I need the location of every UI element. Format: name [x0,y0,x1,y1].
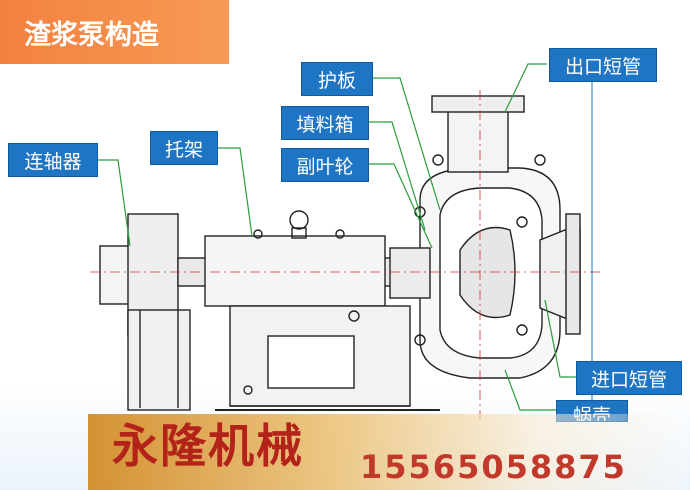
leader-tuojia [210,147,253,237]
packing-box [389,247,431,299]
leader-chukou [504,63,547,113]
label-tuojia: 托架 [150,131,218,165]
leader-jinkou [544,299,578,378]
leader-tianliaoxiang [366,121,426,231]
label-jinkou: 进口短管 [576,361,682,395]
leader-huban [366,77,441,211]
brand-name: 永隆机械 [112,419,304,473]
leader-bengke [504,369,556,411]
label-huban: 护板 [301,62,373,96]
page-title: 渣浆泵构造 [0,0,229,64]
coupling-base-left [127,309,191,411]
leader-fuyelun [366,163,433,249]
label-chukou: 出口短管 [549,48,657,82]
leader-lianzhouqi [96,159,131,247]
outlet-pipe [447,109,509,173]
phone-number: 15565058875 [360,448,627,486]
impeller [459,226,516,319]
lifting-eye [289,210,309,230]
label-tianliaoxiang: 填料箱 [281,106,369,140]
brand-banner [88,414,688,490]
bearing-frame [204,235,386,307]
label-fuyelun: 副叶轮 [281,148,369,182]
label-lianzhouqi: 连轴器 [8,143,98,177]
